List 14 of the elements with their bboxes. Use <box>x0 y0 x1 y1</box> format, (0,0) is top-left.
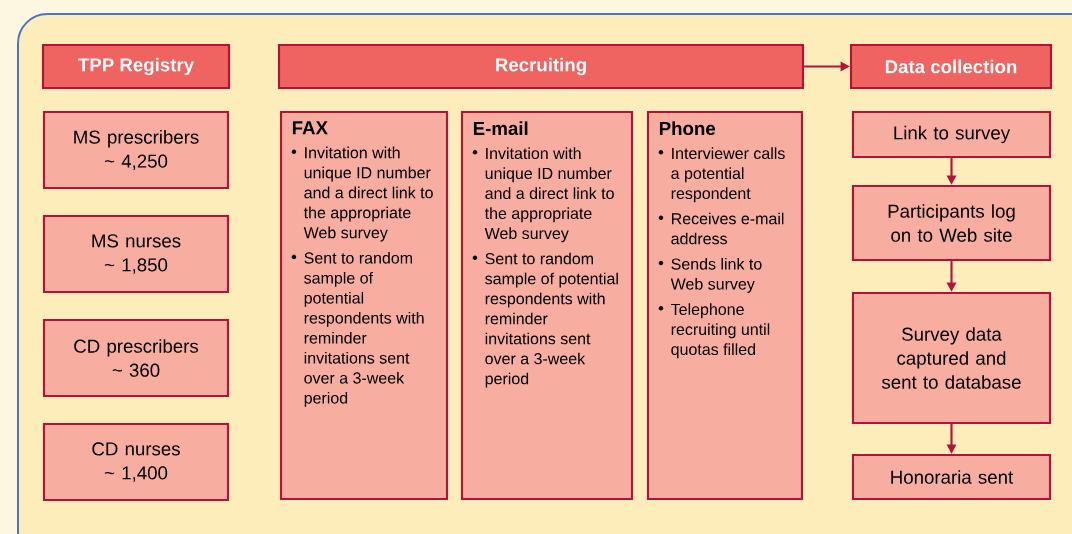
process-box: Survey data captured and sent to database <box>851 291 1052 425</box>
method-box: FAX Invitation with unique ID number and a direct link to the appropriate Web survey Sent to random sample of potential respondents with reminder invitations sent over a 3-week period <box>279 110 449 501</box>
stage-header: TPP Registry <box>41 43 231 90</box>
group-box: CD prescribers ~ 360 <box>42 318 230 398</box>
group-box: CD nurses ~ 1,400 <box>42 422 230 502</box>
method-box: E-mail Invitation with unique ID number and a direct link to the appropriate Web survey Sent to random sample of potential respondents with reminder invitations sent over a 3-week period <box>460 110 634 501</box>
group-box: MS nurses ~ 1,850 <box>42 214 230 294</box>
stage-header: Data collection <box>849 43 1053 90</box>
process-box: Honoraria sent <box>851 453 1052 501</box>
method-box: Phone Interviewer calls a potential respondent Receives e-mail address Sends link to Web survey Telephone recruiting until quotas filled <box>646 110 804 501</box>
stage-header: Recruiting <box>277 43 805 90</box>
process-box: Participants log on to Web site <box>851 184 1052 262</box>
process-box: Link to survey <box>851 110 1052 159</box>
group-box: MS prescribers ~ 4,250 <box>42 110 230 190</box>
